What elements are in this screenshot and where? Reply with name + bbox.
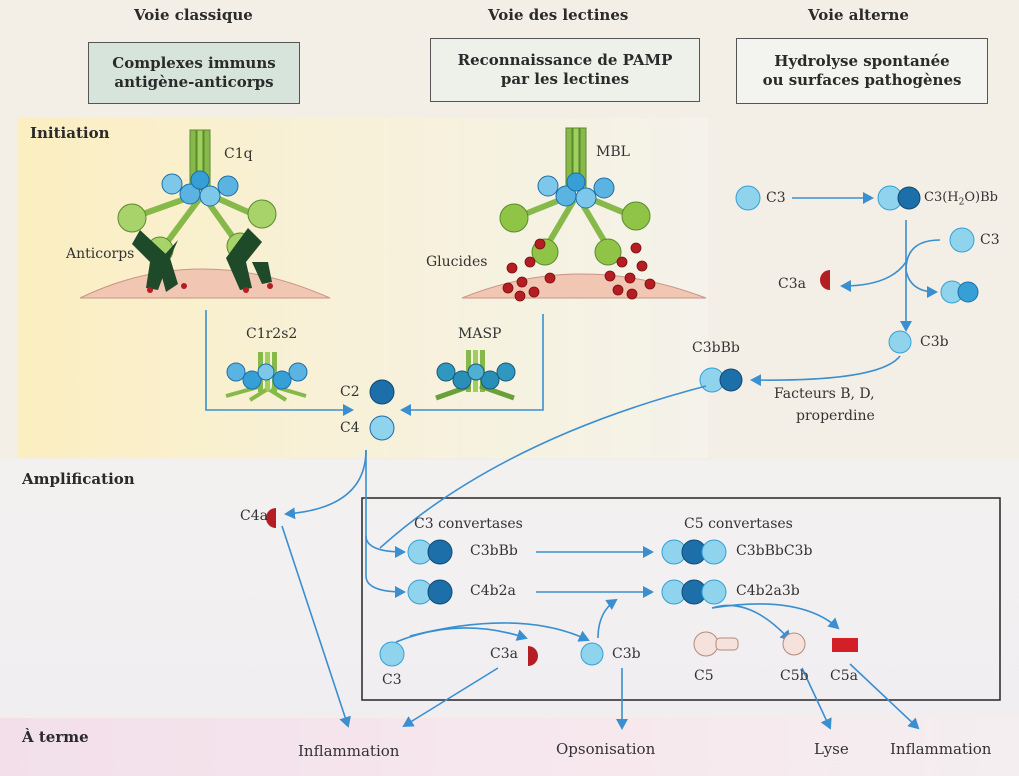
c3bbb-convertase-molecule [407, 539, 453, 565]
section-initiation: Initiation [30, 124, 110, 142]
trigger-box-alterne: Hydrolyse spontanée ou surfaces pathogèn… [736, 38, 988, 104]
section-amplification: Amplification [22, 470, 135, 488]
amplification-background [0, 460, 1019, 715]
terme-background [0, 718, 1019, 776]
trigger-lectines-line2: par les lectines [500, 70, 630, 88]
c5a-fragment [832, 638, 858, 652]
antibody-icon [132, 228, 273, 293]
masp-icon [435, 350, 516, 401]
label-anticorps: Anticorps [66, 246, 135, 262]
outcome-lyse: Lyse [814, 740, 849, 758]
arrow-c5-to-c5b [711, 604, 792, 642]
c3bbb-top-molecule [699, 367, 743, 393]
c5b-molecule [782, 632, 806, 656]
label-c3-right: C3 [980, 232, 1000, 248]
arrow-c5b-to-lyse [801, 667, 832, 730]
c2-molecule [369, 379, 395, 405]
c4b2a-convertase-molecule [407, 579, 453, 605]
pathway-title-lectines: Voie des lectines [488, 6, 629, 24]
pathway-title-alterne: Voie alterne [808, 6, 909, 24]
label-c3bbb: C3bBb [470, 543, 518, 559]
glucides-icon [502, 238, 656, 302]
trigger-box-lectines: Reconnaissance de PAMP par les lectines [430, 38, 700, 102]
label-c4b2a3b: C4b2a3b [736, 583, 800, 599]
label-c3bbbc3b: C3bBbC3b [736, 543, 813, 559]
section-terme: À terme [22, 728, 89, 746]
trigger-classique-line2: antigène-anticorps [114, 73, 274, 91]
label-glucides: Glucides [426, 254, 488, 270]
trigger-alterne-line2: ou surfaces pathogènes [762, 71, 962, 89]
label-c5b: C5b [780, 668, 809, 684]
label-c3-convertases: C3 convertases [414, 516, 523, 532]
label-c3a-bottom: C3a [490, 646, 518, 662]
arrow-c3b-to-convertase [597, 598, 618, 639]
label-c3b-right: C3b [920, 334, 949, 350]
label-c4a: C4a [240, 508, 268, 524]
label-c5: C5 [694, 668, 714, 684]
amplification-box [361, 497, 1001, 701]
membrane-classique [79, 268, 331, 299]
c5-molecule [693, 631, 739, 657]
arrow-c3a-to-inflammation [402, 667, 499, 728]
label-c2: C2 [340, 384, 360, 400]
c3h2o-bb-molecule [877, 185, 921, 211]
label-masp: MASP [458, 326, 502, 342]
pathway-title-classique: Voie classique [134, 6, 253, 24]
arrow-c4a-to-inflammation [281, 525, 351, 728]
label-c3-top: C3 [766, 190, 786, 206]
label-c4b2a: C4b2a [470, 583, 516, 599]
label-c3h2o-bb: C3(H2O)Bb [924, 190, 998, 208]
outcome-inflammation-1: Inflammation [298, 742, 400, 760]
outcome-inflammation-2: Inflammation [890, 740, 992, 758]
c4a-fragment [266, 508, 276, 528]
arrow-to-c3a-right [840, 261, 907, 292]
arrow-c3-to-c3b [409, 622, 590, 642]
arrow-c3-join [905, 239, 941, 271]
c3a-right-fragment [820, 270, 830, 290]
arrow-lectines-to-c2c4 [400, 314, 544, 416]
arrow-c5-to-c5a [711, 603, 840, 630]
label-c1q: C1q [224, 146, 253, 162]
c3-right-molecule [949, 227, 975, 253]
arrow-c3b-to-c3bbb [750, 355, 901, 387]
arrow-c4-to-c4a [284, 449, 367, 520]
outcome-opsonisation: Opsonisation [556, 740, 656, 758]
label-facteurs-line1: Facteurs B, D, [774, 386, 875, 402]
c4-molecule [369, 415, 395, 441]
label-facteurs-line2: properdine [796, 408, 875, 424]
mbl-complex-icon [499, 127, 651, 266]
c3-fragment-complex-right [940, 280, 979, 304]
arrow-c3-to-c3a [395, 627, 528, 643]
trigger-alterne-line1: Hydrolyse spontanée [774, 52, 950, 70]
arrow-c5a-to-inflammation [849, 663, 920, 730]
c3b-bottom-molecule [580, 642, 604, 666]
label-c5-convertases: C5 convertases [684, 516, 793, 532]
trigger-classique-line1: Complexes immuns [112, 54, 276, 72]
label-c3-bottom: C3 [382, 672, 402, 688]
arrow-to-c4b2a [365, 536, 406, 598]
c1r2s2-icon [225, 352, 308, 402]
c3b-right-molecule [888, 330, 912, 354]
c3a-bottom-fragment [528, 646, 538, 666]
label-c3bbb-top: C3bBb [692, 340, 740, 356]
c4b2a3b-convertase-molecule [661, 579, 727, 605]
label-c4: C4 [340, 420, 360, 436]
arrow-classique-to-c2c4 [205, 310, 354, 416]
c3-top-molecule [735, 185, 761, 211]
label-c5a: C5a [830, 668, 858, 684]
c3-bottom-molecule [379, 641, 405, 667]
arrow-to-fragment-right [905, 269, 938, 298]
c3bbbc3b-convertase-molecule [661, 539, 727, 565]
label-c3a-right: C3a [778, 276, 806, 292]
label-mbl: MBL [596, 144, 630, 160]
trigger-lectines-line1: Reconnaissance de PAMP [457, 51, 673, 69]
trigger-box-classique: Complexes immuns antigène-anticorps [88, 42, 300, 104]
label-c3b-bottom: C3b [612, 646, 641, 662]
label-c1r2s2: C1r2s2 [246, 326, 298, 342]
arrow-c3bbb-to-amplification [379, 385, 707, 549]
arrow-to-c3bbb [365, 450, 406, 558]
membrane-lectines [461, 273, 707, 299]
